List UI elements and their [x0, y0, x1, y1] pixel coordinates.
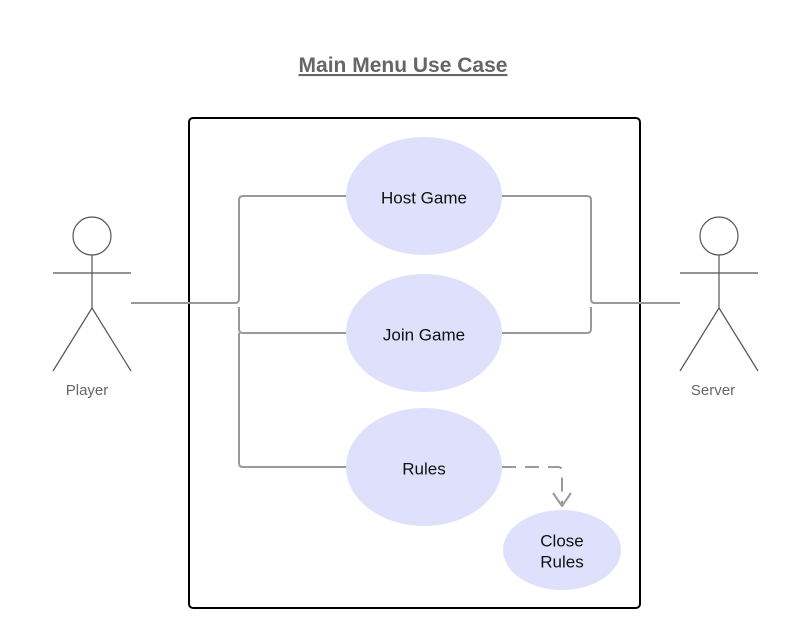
use-case-label-line-2: Rules	[540, 552, 583, 571]
use-case-label-line-1: Close	[540, 531, 583, 550]
actor-player[interactable]: Player	[52, 216, 132, 399]
use-case-label: Host Game	[381, 188, 467, 207]
use-case-label: Rules	[402, 459, 445, 478]
use-case-close-rules[interactable]: Close Rules	[503, 510, 621, 590]
actor-label: Player	[66, 382, 109, 399]
stick-figure-icon	[679, 216, 759, 372]
rules-to-close-rules-arrow	[502, 466, 563, 506]
player-connector	[131, 195, 347, 468]
use-case-shape	[346, 274, 502, 392]
actor-server[interactable]: Server	[679, 216, 759, 399]
use-case-rules[interactable]: Rules	[346, 408, 502, 526]
use-case-shape	[346, 137, 502, 255]
use-case-join-game[interactable]: Join Game	[346, 274, 502, 392]
server-connector	[502, 195, 680, 334]
system-boundary	[188, 117, 641, 609]
diagram-title: Main Menu Use Case	[299, 54, 508, 77]
use-case-shape	[346, 408, 502, 526]
use-case-label: Join Game	[383, 325, 465, 344]
arrow-head	[552, 492, 572, 507]
actor-label: Server	[691, 382, 735, 399]
use-case-host-game[interactable]: Host Game	[346, 137, 502, 255]
use-case-shape	[503, 510, 621, 590]
stick-figure-icon	[52, 216, 132, 372]
